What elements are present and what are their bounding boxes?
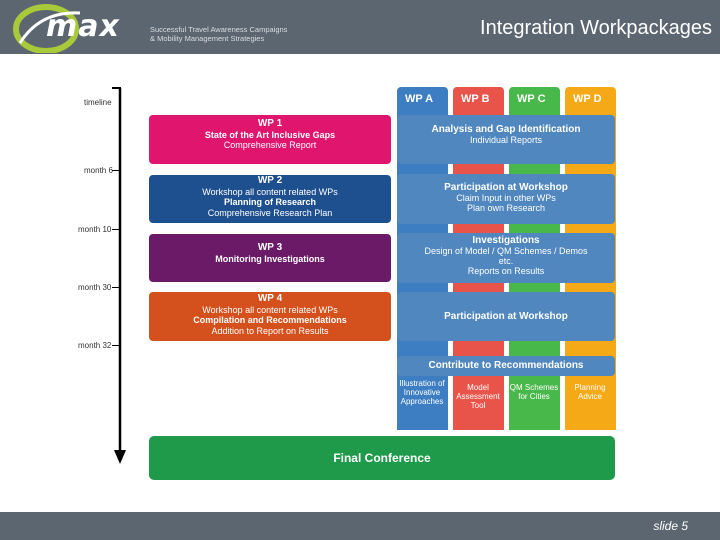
wp3-line: Monitoring Investigations xyxy=(215,253,325,264)
phase-workshop2-box: Participation at Workshop xyxy=(397,292,615,341)
wp3-box: WP 3 Monitoring Investigations xyxy=(149,234,391,282)
phase-title: Analysis and Gap Identification xyxy=(431,124,581,135)
phase-title: Participation at Workshop xyxy=(444,311,568,322)
contribution-qm: QM Schemes for Cities xyxy=(509,383,559,401)
column-header-wp-d: WP D xyxy=(565,87,616,111)
phase-workshop-box: Participation at Workshop Claim Input in… xyxy=(397,174,615,224)
logo-swoosh-icon xyxy=(13,4,81,53)
contribution-illustration: Illustration of Innovative Approaches xyxy=(399,379,445,406)
wp4-title: WP 4 xyxy=(257,293,283,304)
logo-subtitle: Successful Travel Awareness Campaigns & … xyxy=(150,25,287,43)
wp2-title: WP 2 xyxy=(257,175,283,186)
wp1-box: WP 1 State of the Art Inclusive Gaps Com… xyxy=(149,115,391,164)
wp4-box: WP 4 Workshop all content related WPs Co… xyxy=(149,292,391,341)
timeline-tick xyxy=(112,345,120,346)
timeline-mark: month 10 xyxy=(78,225,112,234)
wp2-line: Workshop all content related WPs xyxy=(202,186,338,197)
phase-line: Plan own Research xyxy=(466,203,546,213)
footer-bar: slide 5 xyxy=(0,512,720,540)
max-logo: max xyxy=(10,3,150,53)
contribution-model: Model Assessment Tool xyxy=(456,383,500,410)
logo-subtitle-line: & Mobility Management Strategies xyxy=(150,34,265,43)
wp1-line: Comprehensive Report xyxy=(223,140,317,150)
phase-line: etc. xyxy=(498,256,514,266)
column-header-wp-b: WP B xyxy=(453,87,504,111)
wp2-line: Comprehensive Research Plan xyxy=(207,207,333,218)
wp3-title: WP 3 xyxy=(257,242,283,253)
logo-subtitle-line: Successful Travel Awareness Campaigns xyxy=(150,25,288,34)
phase-title: Participation at Workshop xyxy=(444,182,568,193)
timeline-tick xyxy=(112,287,120,288)
timeline-label: timeline xyxy=(84,98,112,107)
phase-recommendations-box: Contribute to Recommendations xyxy=(397,356,615,376)
timeline-mark: month 30 xyxy=(78,283,112,292)
timeline-mark: month 32 xyxy=(78,341,112,350)
wp1-line: State of the Art Inclusive Gaps xyxy=(204,129,336,140)
phase-line: Individual Reports xyxy=(469,135,543,145)
wp2-box: WP 2 Workshop all content related WPs Pl… xyxy=(149,175,391,223)
logo-text: max xyxy=(46,9,120,44)
wp4-line: Addition to Report on Results xyxy=(211,325,329,336)
final-conference-box: Final Conference xyxy=(149,436,615,480)
slide-title: Integration Workpackages xyxy=(480,17,712,39)
phase-analysis-box: Analysis and Gap Identification Individu… xyxy=(397,115,615,164)
timeline-tick xyxy=(112,229,120,230)
column-header-wp-c: WP C xyxy=(509,87,560,111)
timeline-tick xyxy=(112,170,120,171)
phase-line: Claim Input in other WPs xyxy=(456,193,556,203)
phase-line: Reports on Results xyxy=(467,266,545,276)
timeline-arrow-icon xyxy=(112,87,126,464)
header-bar: max Successful Travel Awareness Campaign… xyxy=(0,0,720,54)
phase-investigations-box: Investigations Design of Model / QM Sche… xyxy=(397,233,615,283)
phase-title: Investigations xyxy=(472,235,540,246)
wp1-title: WP 1 xyxy=(257,118,283,129)
wp4-line: Workshop all content related WPs xyxy=(202,304,338,315)
wp2-line: Planning of Research xyxy=(223,197,317,207)
phase-line: Design of Model / QM Schemes / Demos xyxy=(424,246,588,256)
phase-title: Contribute to Recommendations xyxy=(428,360,584,371)
wp4-line: Compilation and Recommendations xyxy=(193,315,347,325)
contribution-planning: Planning Advice xyxy=(574,383,606,401)
column-header-wp-a: WP A xyxy=(397,87,448,111)
slide-number: slide 5 xyxy=(653,519,688,533)
timeline-mark: month 6 xyxy=(84,166,113,175)
